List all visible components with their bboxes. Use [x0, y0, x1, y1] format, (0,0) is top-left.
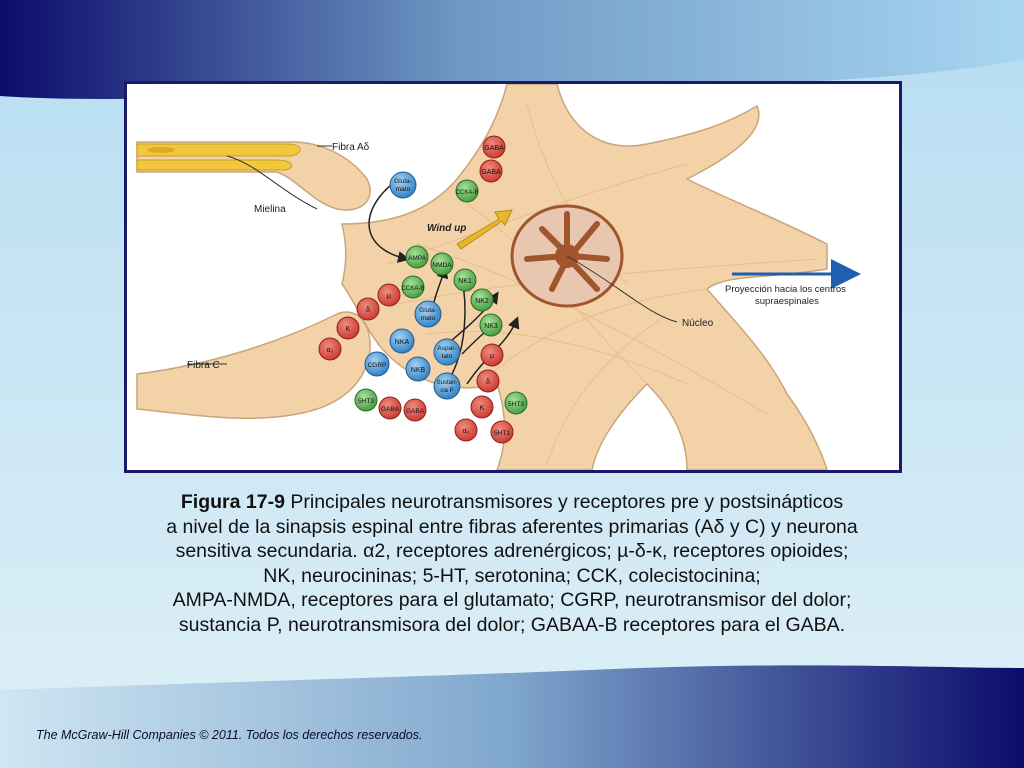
receptor-nk2	[470, 288, 494, 312]
receptor-nmda	[430, 252, 454, 276]
receptor-label: CGRP	[368, 362, 387, 369]
receptor-a2-right	[454, 418, 478, 442]
label-wind-up: Wind up	[427, 223, 466, 234]
caption-line-3: sensitiva secundaria. α2, receptores adr…	[175, 540, 849, 562]
receptor-label: GABA	[406, 408, 425, 415]
receptor-label: NKA	[395, 339, 410, 346]
receptor-label: K	[480, 405, 485, 412]
label-nucleo: Núcleo	[682, 318, 714, 329]
caption-line-5: AMPA-NMDA, receptores para el glutamato;…	[172, 589, 852, 611]
figure-caption: Figura 17-9 Principales neurotransmisore…	[80, 490, 944, 637]
wind-up-arrow	[456, 209, 513, 250]
receptor-label: α₂	[327, 347, 334, 354]
caption-title: Principales neurotransmisores y receptor…	[284, 491, 844, 513]
receptor-label: 5HT3	[358, 398, 374, 405]
receptor-delta-right	[476, 369, 500, 393]
label-proyeccion-1: Proyección hacia los centros	[725, 284, 846, 295]
receptor-5ht1-right	[490, 420, 514, 444]
receptor-label: NK3	[484, 323, 498, 330]
transmitter-aspartato	[433, 338, 461, 366]
caption-line-2: a nivel de la sinapsis espinal entre fib…	[166, 515, 858, 538]
caption-line-4: NK, neurocininas; 5-HT, serotonina; CCK,…	[263, 564, 761, 587]
transmitter-glutamato-mid	[414, 300, 442, 328]
receptor-ccka-left	[401, 275, 425, 299]
receptor-label: CCKA-B	[402, 286, 425, 292]
receptor-mu-right	[480, 343, 504, 367]
fibra-c-axon	[136, 311, 371, 420]
receptor-5ht3-left	[354, 388, 378, 412]
neuron-diagram: Fibra Aδ Mielina Fibra C Wind up Proyecc…	[136, 84, 861, 470]
receptor-label: 5HT3	[508, 401, 524, 408]
transmitter-cgrp	[364, 351, 390, 377]
receptor-ampa	[405, 245, 429, 269]
caption-line-1: Figura 17-9 Principales neurotransmisore…	[80, 490, 944, 515]
receptor-label: δ	[366, 307, 370, 314]
copyright-footer: The McGraw-Hill Companies © 2011. Todos …	[36, 728, 423, 742]
receptor-label: Gluta-	[394, 178, 412, 185]
receptor-nk1	[453, 268, 477, 292]
label-fibra-c: Fibra C	[187, 360, 220, 371]
receptor-label: mato	[421, 315, 436, 322]
receptor-mu-left	[377, 283, 401, 307]
transmitter-nka	[389, 328, 415, 354]
receptor-label: AMPA	[408, 255, 427, 262]
receptor-kappa-right	[470, 395, 494, 419]
receptor-label: NMDA	[432, 262, 452, 269]
caption-line-6: sustancia P, neurotransmisora del dolor;…	[178, 613, 846, 636]
label-proyeccion-2: supraespinales	[755, 296, 819, 307]
receptor-ccka-top	[455, 179, 479, 203]
receptor-label: Aspar-	[437, 345, 456, 352]
figure-number: Figura 17-9	[180, 491, 285, 513]
receptor-label: GABA	[484, 145, 504, 152]
receptor-label: µ	[490, 353, 494, 360]
myelin-sheath	[136, 143, 301, 157]
receptor-label: µ	[387, 293, 391, 300]
receptor-gaba-top-2	[479, 159, 503, 183]
transmitter-glutamato-top	[389, 171, 417, 199]
receptor-label: tato	[442, 353, 453, 360]
transmitter-sustancia-p	[433, 372, 461, 400]
receptor-a2-left	[318, 337, 342, 361]
receptor-label: Gluta-	[419, 307, 437, 314]
leader-lines	[187, 145, 678, 365]
receptor-label: NK2	[475, 298, 489, 305]
label-mielina: Mielina	[254, 204, 286, 215]
receptor-gaba-top-1	[482, 135, 506, 159]
receptor-label: 5HT1	[494, 430, 510, 437]
receptor-label: δ	[486, 379, 490, 386]
receptor-nk3	[479, 313, 503, 337]
receptor-label: NK1	[458, 278, 472, 285]
figure-frame: Fibra Aδ Mielina Fibra C Wind up Proyecc…	[124, 81, 902, 473]
receptor-delta-left	[356, 297, 380, 321]
label-fibra-ad: Fibra Aδ	[332, 142, 370, 153]
receptor-5ht3-right	[504, 391, 528, 415]
receptor-label: α₂	[463, 428, 470, 435]
receptor-label: NKB	[411, 367, 426, 374]
receptor-gaba-bottom-2	[403, 398, 427, 422]
receptor-label: K	[346, 326, 351, 333]
receptor-label: GABA	[381, 406, 400, 413]
receptor-kappa-left	[336, 316, 360, 340]
receptor-gaba-bottom-1	[378, 396, 402, 420]
receptor-label: mato	[396, 186, 411, 193]
fibra-ad-axon	[136, 141, 371, 211]
receptor-label: cia P	[440, 388, 453, 394]
receptor-label: CCKA-B	[456, 190, 479, 196]
receptor-label: Sustan-	[437, 380, 458, 386]
transmitter-nkb	[405, 356, 431, 382]
receptor-label: GABA	[481, 169, 501, 176]
